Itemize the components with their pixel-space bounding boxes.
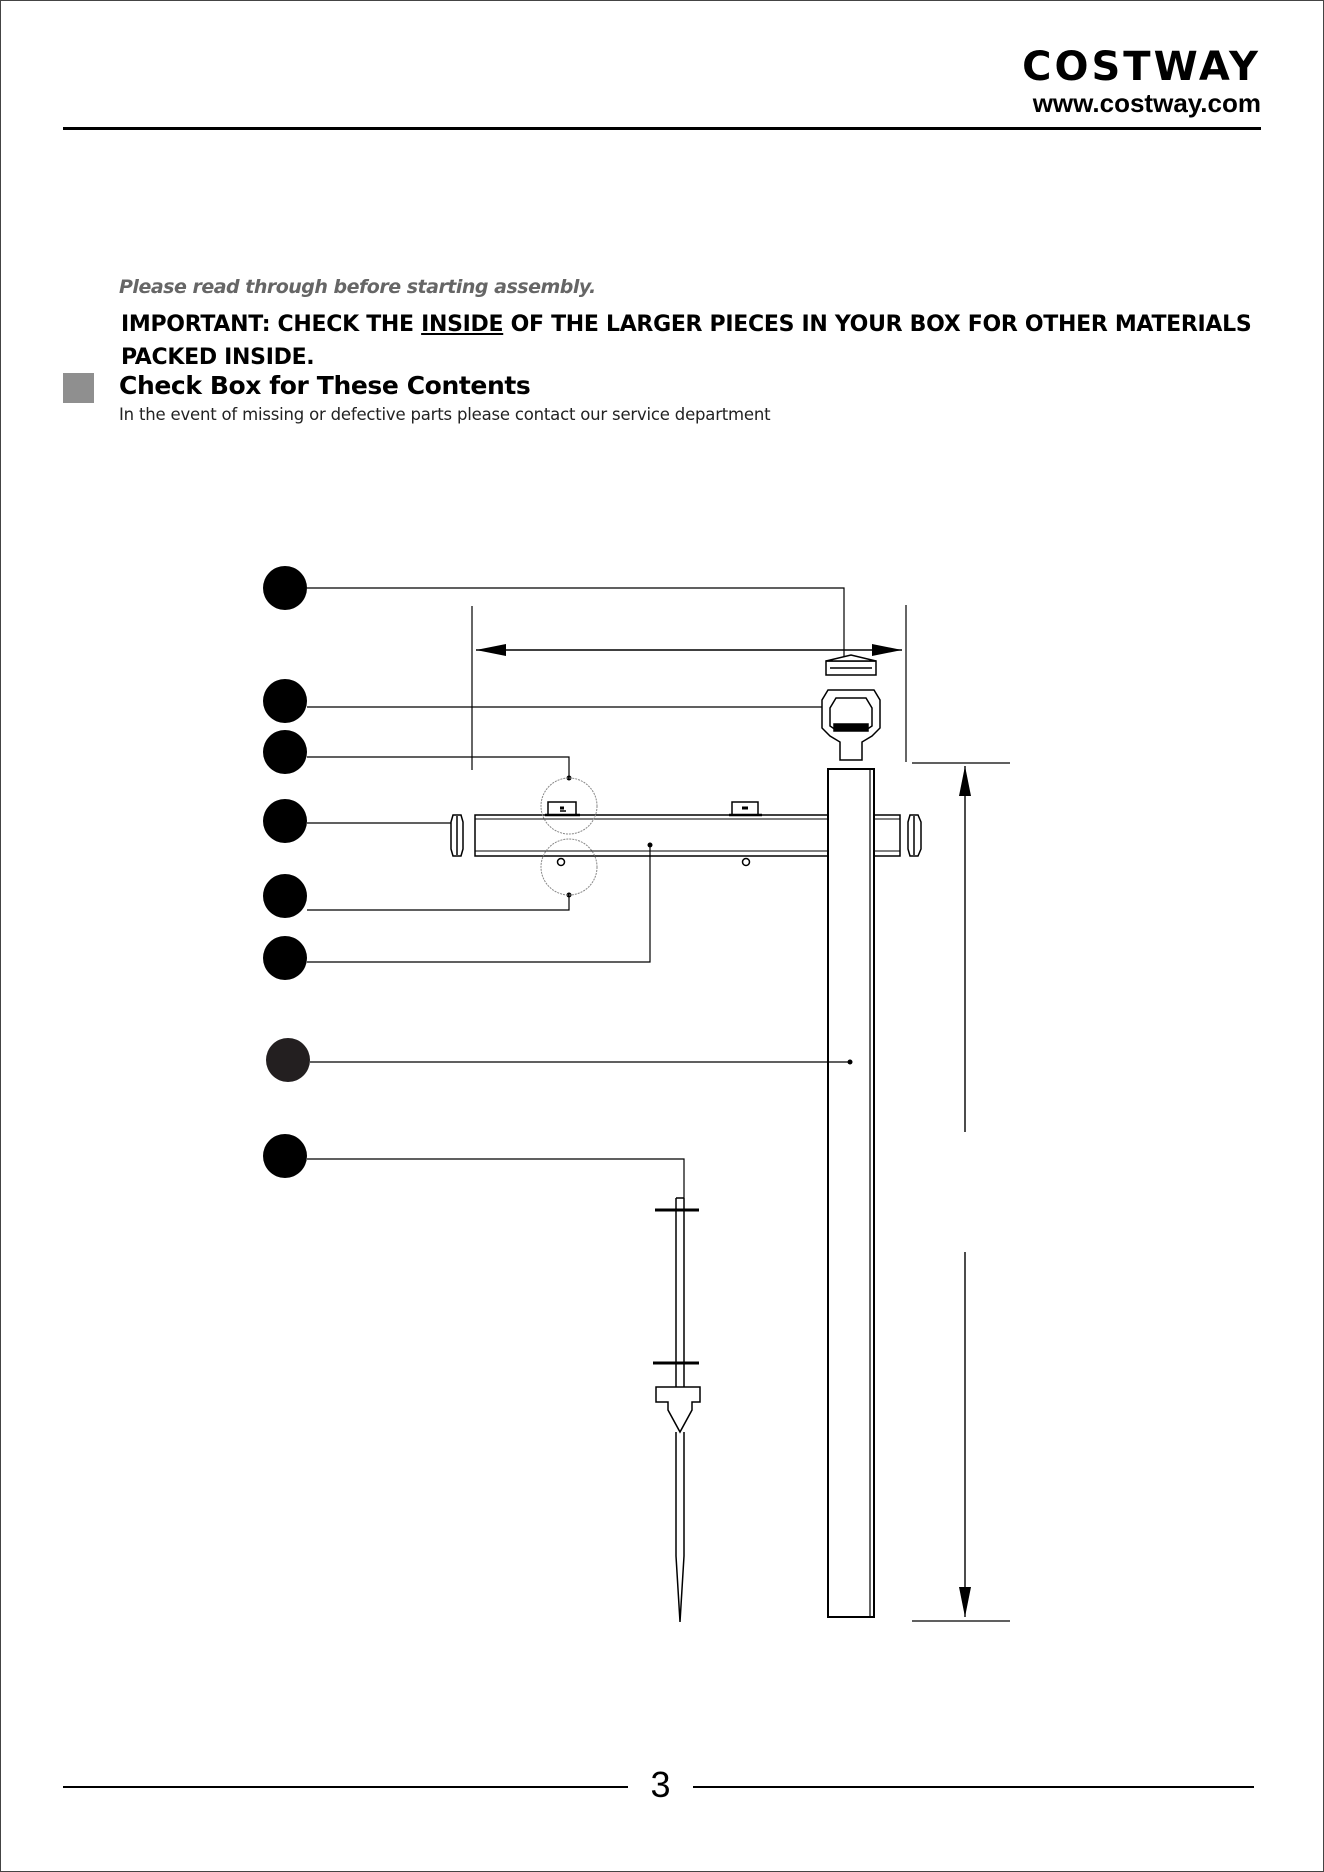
callout-circle-3 xyxy=(263,730,307,774)
main-post xyxy=(828,769,874,1617)
leader-dot-6 xyxy=(648,843,653,848)
callout-circle-7 xyxy=(266,1038,310,1082)
page-number: 3 xyxy=(628,1765,693,1805)
post-top-cap xyxy=(826,655,876,675)
footer-rule-right xyxy=(693,1786,1254,1788)
callout-circle-8 xyxy=(263,1134,307,1178)
callout-circle-5 xyxy=(263,874,307,918)
callout-circle-6 xyxy=(263,936,307,980)
address-plaque xyxy=(822,690,880,760)
height-dimension xyxy=(912,763,1010,1621)
detail-circles xyxy=(541,778,597,895)
callout-circle-1 xyxy=(263,566,307,610)
leader-dot-7 xyxy=(848,1060,853,1065)
arm-end-cap-left xyxy=(451,815,463,856)
ground-stake xyxy=(653,1198,700,1622)
footer-rule-left xyxy=(63,1786,628,1788)
arm-end-cap-right xyxy=(908,815,921,856)
callout-circle-4 xyxy=(263,799,307,843)
horizontal-arm xyxy=(475,815,900,856)
callout-circle-2 xyxy=(263,679,307,723)
